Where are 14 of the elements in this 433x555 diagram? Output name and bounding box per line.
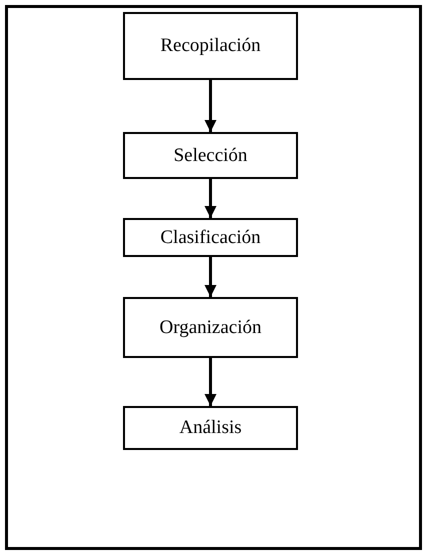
step-label: Recopilación [160,35,261,57]
step-label: Selección [174,144,248,166]
arrow [204,257,216,297]
process-box [123,406,298,450]
process-box [123,297,298,358]
step-label: Análisis [179,417,242,439]
process-box [123,132,298,179]
arrow [204,80,216,132]
step-label: Clasificación [160,226,261,248]
arrow [204,358,216,406]
arrow [204,179,216,218]
step-label: Organización [160,316,262,338]
process-box [123,12,298,80]
process-box [123,218,298,257]
